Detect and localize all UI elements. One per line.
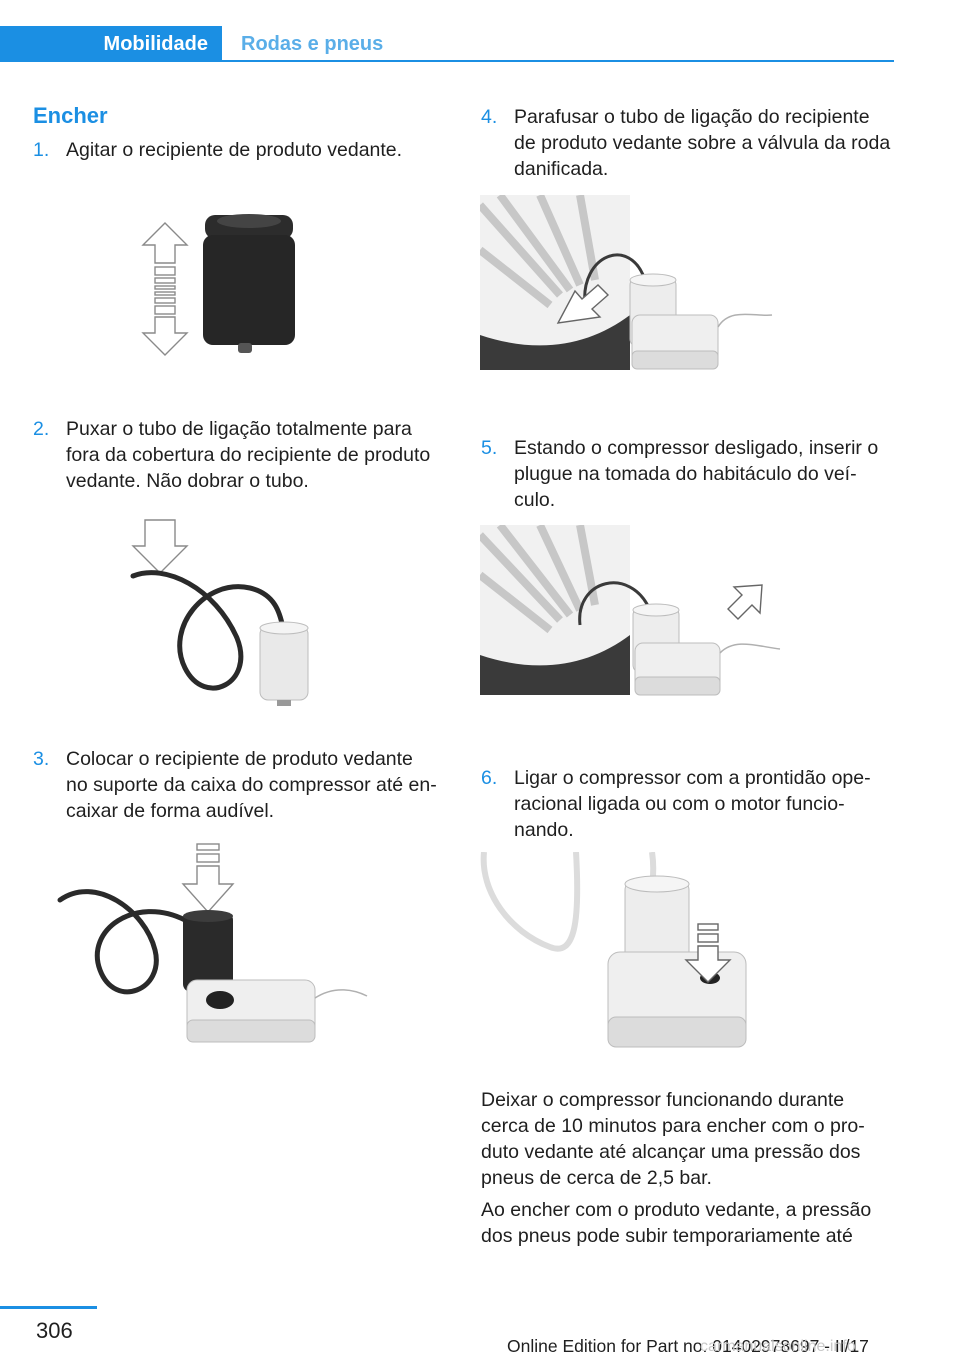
shake-container-illustration	[141, 214, 295, 356]
down-arrow-icon	[131, 519, 189, 574]
step-text-line: racional ligada ou com o motor funcio‐	[514, 793, 845, 815]
plug-in-illustration	[480, 525, 781, 696]
power-cable-icon	[719, 643, 781, 654]
connection-tube-icon	[583, 253, 647, 306]
paragraph-line: pneus de cerca de 2,5 bar.	[481, 1167, 712, 1189]
wheel-icon	[480, 195, 630, 370]
step-text-line: Parafusar o tubo de ligação do recipient…	[514, 106, 870, 128]
wheel-icon	[480, 525, 630, 695]
paragraph-duration: Deixar o compressor funcionando durante …	[481, 1087, 896, 1191]
watermark: carmanualsonline.info	[700, 1338, 856, 1355]
sealant-container-icon	[203, 214, 295, 353]
step-text-line: Agitar o recipiente de produto vedante.	[66, 139, 403, 161]
step-number: 3.	[33, 748, 50, 770]
sealant-container-icon	[259, 621, 309, 706]
down-arrow-icon	[181, 843, 235, 914]
down-arrow-icon	[684, 923, 732, 983]
step-text-line: de produto vedante sobre a válvula da ro…	[514, 132, 891, 154]
step-number: 1.	[33, 139, 50, 161]
step-text-line: Ligar o compressor com a prontidão ope‐	[514, 767, 871, 789]
attach-tube-illustration	[480, 195, 773, 370]
footer-divider	[0, 1306, 97, 1309]
tab-rodas-e-pneus[interactable]: Rodas e pneus	[241, 32, 384, 55]
step-number: 6.	[481, 767, 498, 789]
header-divider	[222, 60, 894, 62]
compressor-icon	[634, 642, 721, 696]
paragraph-line: Ao encher com o produto vedante, a press…	[481, 1199, 872, 1221]
step-text-line: Colocar o recipiente de produto vedante	[66, 748, 413, 770]
switch-on-illustration	[480, 852, 747, 1048]
step-number: 5.	[481, 437, 498, 459]
step-text-line: culo.	[514, 489, 556, 511]
step-text-line: nando.	[514, 819, 574, 841]
paragraph-pressure: Ao encher com o produto vedante, a press…	[481, 1197, 896, 1249]
up-down-arrow-icon	[141, 222, 189, 356]
insert-container-illustration	[57, 843, 368, 1043]
compressor-icon	[607, 951, 747, 1048]
connection-tube-icon	[480, 852, 581, 952]
pointer-arrow-icon	[556, 284, 610, 324]
connection-tube-icon	[578, 581, 652, 626]
pull-tube-illustration	[130, 519, 309, 706]
step-text-line: plugue na tomada do habitáculo do veí‐	[514, 463, 857, 485]
step-text-line: vedante. Não dobrar o tubo.	[66, 470, 309, 492]
step-text-line: Estando o compressor desligado, inserir …	[514, 437, 879, 459]
connection-tube-icon	[130, 570, 286, 691]
power-cable-icon	[717, 313, 773, 328]
step-number: 2.	[33, 418, 50, 440]
paragraph-line: duto vedante até alcançar uma pressão do…	[481, 1141, 861, 1163]
power-cable-icon	[314, 989, 368, 999]
paragraph-line: cerca de 10 minutos para encher com o pr…	[481, 1115, 865, 1137]
edition-note: Online Edition for Part no. 01402978697 …	[507, 1336, 869, 1356]
paragraph-line: Deixar o compressor funcionando durante	[481, 1089, 845, 1111]
step-text-line: danificada.	[514, 158, 609, 180]
sealant-container-icon	[624, 875, 690, 971]
sealant-container-icon	[183, 910, 233, 992]
compressor-icon	[631, 314, 719, 370]
compressor-icon	[186, 979, 316, 1043]
step-text-line: Puxar o tubo de ligação totalmente para	[66, 418, 412, 440]
step-text-line: caixar de forma audível.	[66, 800, 275, 822]
connection-tube-icon	[57, 889, 188, 995]
paragraph-line: dos pneus pode subir temporariamente até	[481, 1225, 853, 1247]
header-tabs: Mobilidade Rodas e pneus	[0, 26, 894, 62]
section-heading: Encher	[33, 103, 108, 128]
step-text-line: no suporte da caixa do compressor até en…	[66, 774, 437, 796]
pointer-arrow-icon	[727, 584, 763, 620]
tab-mobilidade[interactable]: Mobilidade	[0, 26, 222, 62]
step-number: 4.	[481, 106, 498, 128]
page-number: 306	[36, 1318, 73, 1343]
step-text-line: fora da cobertura do recipiente de produ…	[66, 444, 431, 466]
